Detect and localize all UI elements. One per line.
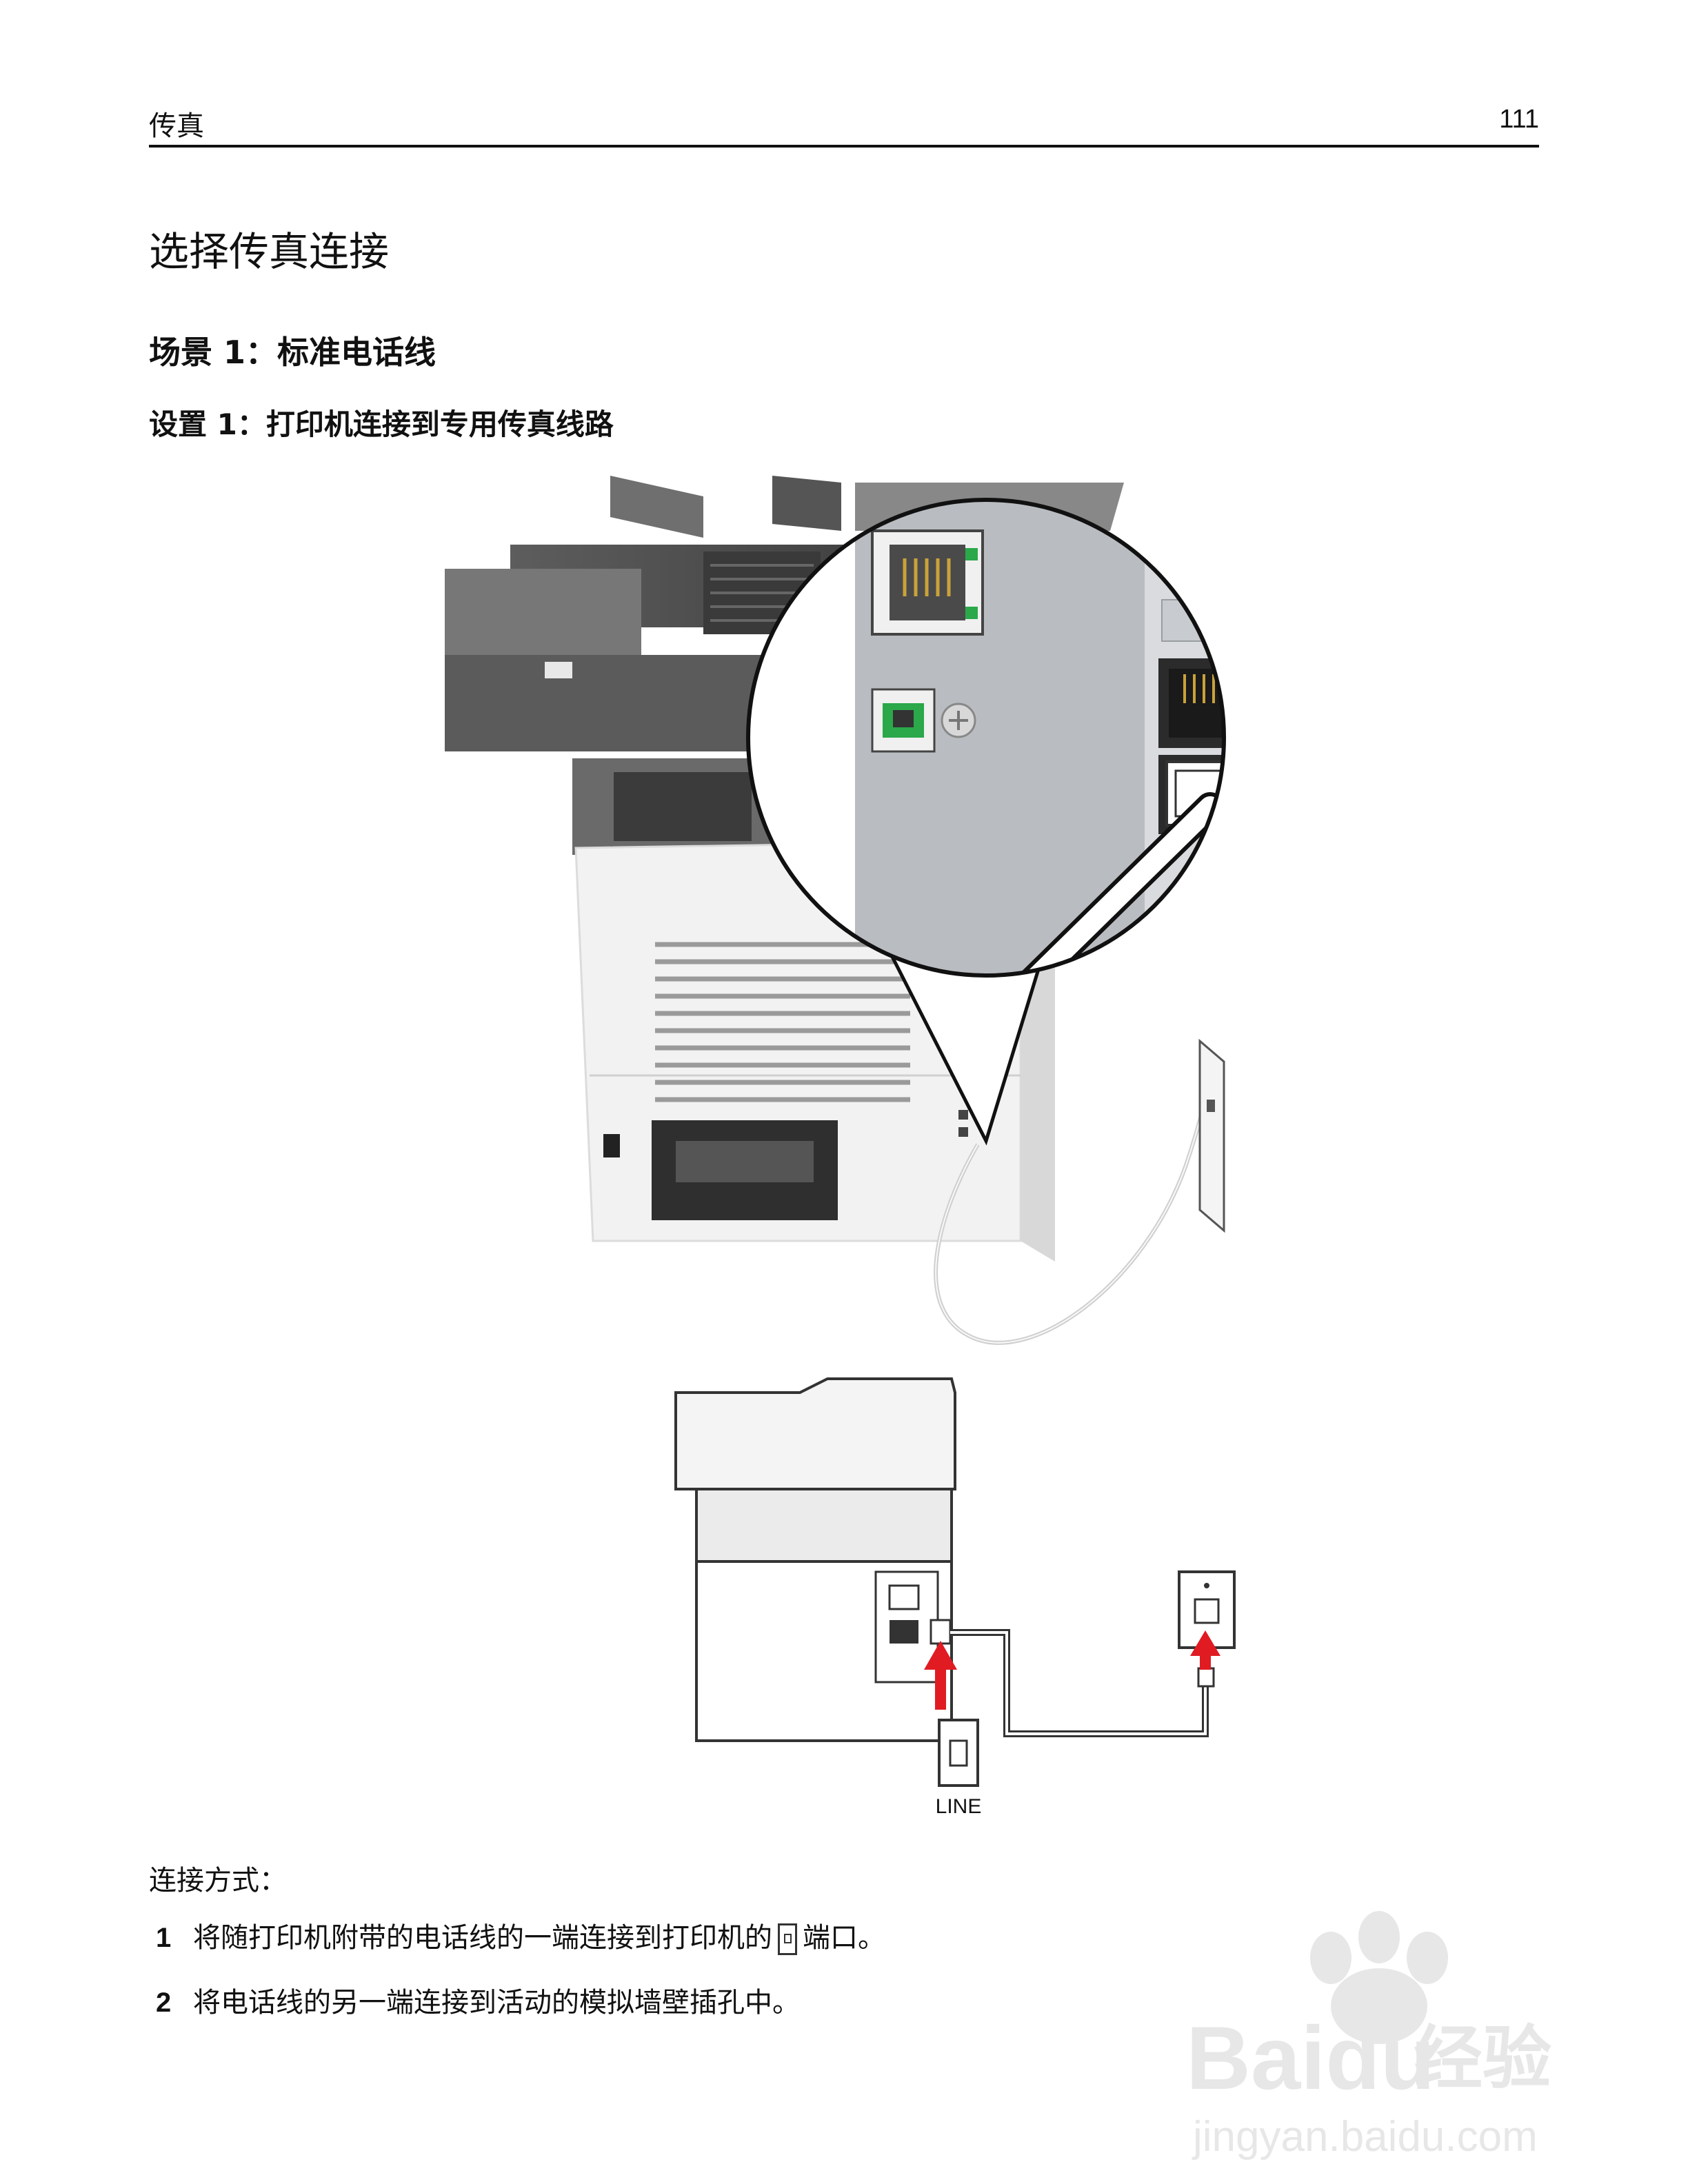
step-1: 1 将随打印机附带的电话线的一端连接到打印机的端口。: [156, 1915, 885, 1955]
svg-text:Baidu: Baidu: [1186, 2008, 1435, 2108]
line-port-icon: [778, 1923, 797, 1955]
arrow-to-wall: [1190, 1630, 1220, 1670]
connection-diagram: LINE: [674, 1377, 1236, 1818]
step-text: 将电话线的另一端连接到活动的模拟墙壁插孔中。: [193, 1987, 800, 2019]
header-section: 传真: [149, 110, 204, 142]
line-port: [930, 1619, 952, 1645]
step-number: 2: [156, 1988, 172, 2018]
watermark-brand2: du: [1325, 2008, 1435, 2108]
instructions-label: 连接方式：: [149, 1865, 287, 1897]
watermark-suffix: 经验: [1414, 2018, 1551, 2099]
arrow-to-port: [924, 1641, 957, 1710]
paw-icon: [1310, 1911, 1448, 2044]
page-title: 选择传真连接: [149, 228, 390, 275]
watermark-url: jingyan.baidu.com: [1192, 2113, 1538, 2161]
wall-jack-plate: [1198, 1038, 1225, 1233]
setup-heading: 设置 1：打印机连接到专用传真线路: [149, 407, 614, 441]
step-text: 将随打印机附带的电话线的一端连接到打印机的: [193, 1922, 772, 1954]
header-rule: [149, 145, 1539, 148]
printer-outline: [674, 1377, 956, 1742]
diagram-cable: [950, 1629, 1209, 1737]
line-label: LINE: [936, 1795, 982, 1818]
step-2: 2 将电话线的另一端连接到活动的模拟墙壁插孔中。: [156, 1980, 800, 2020]
baidu-watermark: Baidu 经验 jingyan.baidu.com: [1186, 1911, 1551, 2161]
step-text-end: 端口。: [803, 1922, 885, 1954]
scenario-heading: 场景 1：标准电话线: [149, 334, 436, 371]
printer-illustration: [445, 476, 1226, 1345]
page-number: 111: [1499, 105, 1539, 134]
step-number: 1: [156, 1923, 172, 1953]
watermark-brand: Bai: [1186, 2008, 1325, 2108]
